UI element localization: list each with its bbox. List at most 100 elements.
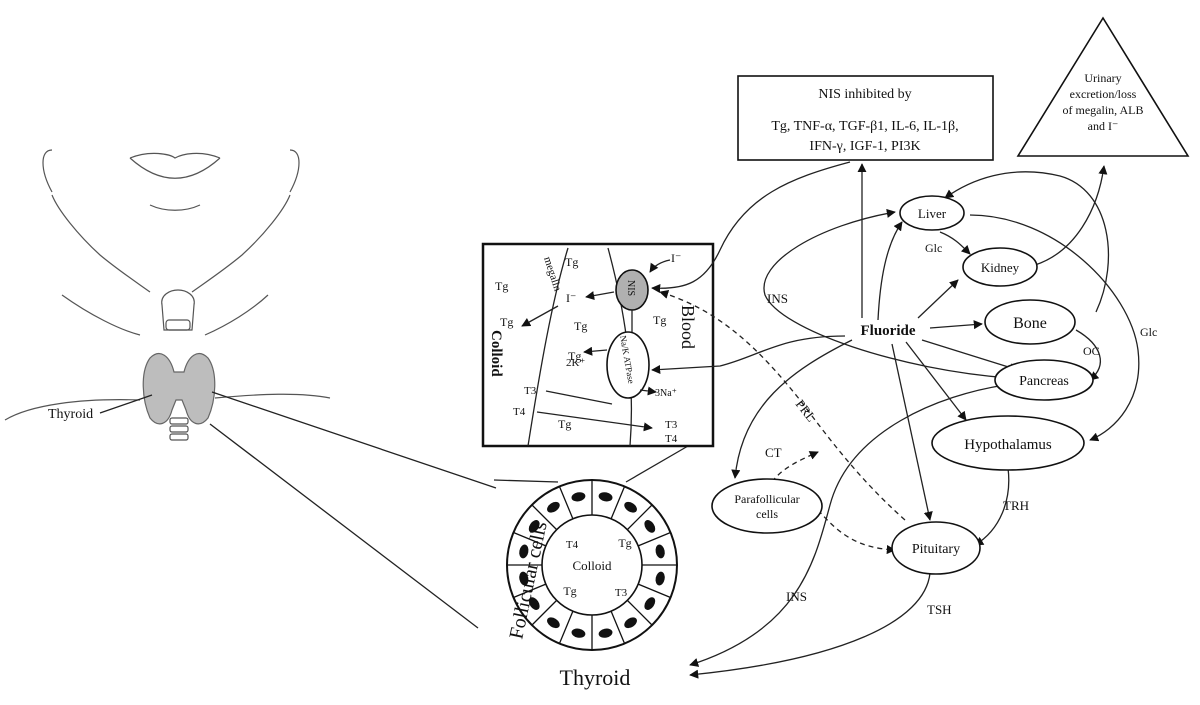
regulatory-edges bbox=[651, 161, 1140, 679]
node-pituitary-label: Pituitary bbox=[912, 542, 960, 557]
cell-nucleus bbox=[598, 492, 613, 502]
larynx bbox=[161, 289, 195, 331]
zoom-line-lower bbox=[209, 423, 479, 629]
cell-divider bbox=[610, 610, 626, 644]
na-k-atpase bbox=[606, 331, 650, 399]
cell-nucleus bbox=[571, 492, 586, 502]
cell-divider bbox=[513, 531, 547, 547]
inset-t4-right: T4 bbox=[665, 433, 678, 445]
cell-nucleus bbox=[528, 597, 540, 610]
node-kidney-label: Kidney bbox=[981, 260, 1020, 275]
nis-box-line2: IFN-γ, IGF-1, PI3K bbox=[809, 139, 920, 154]
label-glc-1: Glc bbox=[925, 241, 942, 255]
nis-label: NIS bbox=[625, 280, 636, 296]
cell-divider bbox=[637, 531, 671, 547]
edge-pituitary-nis-prl bbox=[659, 289, 906, 521]
inset-t4-left: T4 bbox=[513, 406, 526, 418]
node-pancreas-label: Pancreas bbox=[1019, 374, 1069, 389]
inset-tg-6: Tg bbox=[568, 349, 581, 363]
zoom-line-upper bbox=[211, 391, 497, 489]
inset-t3-left: T3 bbox=[524, 385, 537, 397]
inset-2k: 2K⁺ bbox=[566, 357, 585, 369]
node-parafollicular-label-2: cells bbox=[756, 507, 778, 521]
label-trh: TRH bbox=[1003, 498, 1029, 513]
inset-tg-2: Tg bbox=[495, 279, 508, 293]
inset-tg-3: Tg bbox=[500, 315, 513, 329]
node-bone bbox=[984, 299, 1076, 345]
edge-bone-pancreas bbox=[1075, 329, 1101, 381]
label-ins-bottom: INS bbox=[786, 589, 807, 604]
urinary-line3: of megalin, ALB bbox=[1063, 103, 1144, 117]
node-fluoride: Fluoride bbox=[861, 323, 916, 339]
label-ct: CT bbox=[765, 445, 782, 460]
cell-divider bbox=[610, 486, 626, 520]
thyroid-gland bbox=[142, 353, 216, 425]
urinary-triangle: Urinary excretion/loss of megalin, ALB a… bbox=[1016, 16, 1190, 157]
inset-tg-7: Tg bbox=[558, 417, 571, 431]
cell-nucleus bbox=[655, 544, 665, 559]
cell-nucleus bbox=[624, 617, 637, 629]
edge-liver-kidney bbox=[939, 231, 971, 255]
cell-nucleus bbox=[547, 617, 560, 629]
node-kidney bbox=[962, 247, 1038, 287]
inset-connector-left bbox=[493, 479, 559, 483]
follicle-colloid-label: Colloid bbox=[572, 558, 612, 573]
edge-pancreas-liver-ins bbox=[763, 208, 1011, 379]
nis-box-line1: Tg, TNF-α, TGF-β1, IL-6, IL-1β, bbox=[771, 119, 958, 134]
inset-t3-right: T3 bbox=[665, 419, 678, 431]
node-liver-label: Liver bbox=[918, 206, 947, 221]
node-parafollicular-label-1: Parafollicular bbox=[734, 492, 799, 506]
label-oc: OC bbox=[1083, 344, 1100, 358]
cell-nucleus bbox=[598, 628, 613, 638]
node-parafollicular bbox=[711, 478, 823, 534]
inset-3na: 3Na⁺ bbox=[655, 388, 677, 399]
follicle: Colloid T4 Tg Tg T3 Follicular cells bbox=[493, 445, 689, 651]
edge-fluoride-pancreas bbox=[921, 339, 1019, 372]
follicle-tg-label-2: Tg bbox=[563, 584, 576, 598]
edge-fluoride-atpase bbox=[651, 335, 846, 375]
jaw-left bbox=[51, 194, 151, 293]
edge-fluoride-kidney bbox=[917, 279, 959, 319]
node-hypothalamus bbox=[931, 415, 1085, 471]
neck-sketch: Thyroid bbox=[4, 149, 497, 629]
upper-lip bbox=[129, 152, 221, 159]
inset-tg-1: Tg bbox=[565, 255, 578, 269]
nis-box-title: NIS inhibited by bbox=[818, 87, 911, 102]
follicular-cell-ring bbox=[507, 480, 677, 650]
lower-lip bbox=[129, 157, 221, 179]
inset-iodide-cell: I⁻ bbox=[566, 291, 576, 305]
cell-nucleus bbox=[655, 571, 665, 586]
node-pituitary bbox=[891, 521, 981, 575]
edge-fluoride-parafollicular bbox=[731, 339, 853, 479]
node-thyroid: Thyroid bbox=[560, 665, 631, 690]
cell-nucleus bbox=[644, 597, 656, 610]
label-tsh: TSH bbox=[927, 602, 952, 617]
cell-nucleus bbox=[571, 628, 586, 638]
inset-tg-5: Tg bbox=[653, 313, 666, 327]
follicle-t4-label: T4 bbox=[566, 539, 579, 551]
edge-fluoride-bone bbox=[929, 320, 983, 330]
urinary-line2: excretion/loss bbox=[1070, 87, 1137, 101]
urinary-line1: Urinary bbox=[1084, 71, 1121, 85]
cell-divider bbox=[531, 504, 558, 531]
ear-right bbox=[289, 149, 300, 193]
cell-nucleus bbox=[644, 520, 656, 533]
cell-divider bbox=[626, 504, 653, 531]
collarbone-right bbox=[214, 393, 331, 399]
cell-inset: megalin Colloid Blood NIS Na/K ATPase Tg… bbox=[481, 242, 715, 448]
edge-fluoride-liver bbox=[877, 221, 903, 321]
nis-inhibitors-box: NIS inhibited by Tg, TNF-α, TGF-β1, IL-6… bbox=[737, 75, 994, 161]
edge-kidney-urinary bbox=[1034, 165, 1108, 266]
label-ins-top: INS bbox=[767, 291, 788, 306]
edge-hypothalamus-pituitary bbox=[974, 467, 1010, 546]
cell-divider bbox=[513, 583, 547, 599]
cell-nucleus bbox=[547, 501, 560, 513]
cell-divider bbox=[626, 599, 653, 626]
edge-fluoride-hypothalamus bbox=[905, 341, 967, 421]
thyroid-pointer bbox=[99, 394, 153, 414]
cell-divider bbox=[531, 599, 558, 626]
cell-divider bbox=[558, 486, 574, 520]
cell-nucleus bbox=[528, 520, 540, 533]
blood-label: Blood bbox=[678, 305, 698, 349]
